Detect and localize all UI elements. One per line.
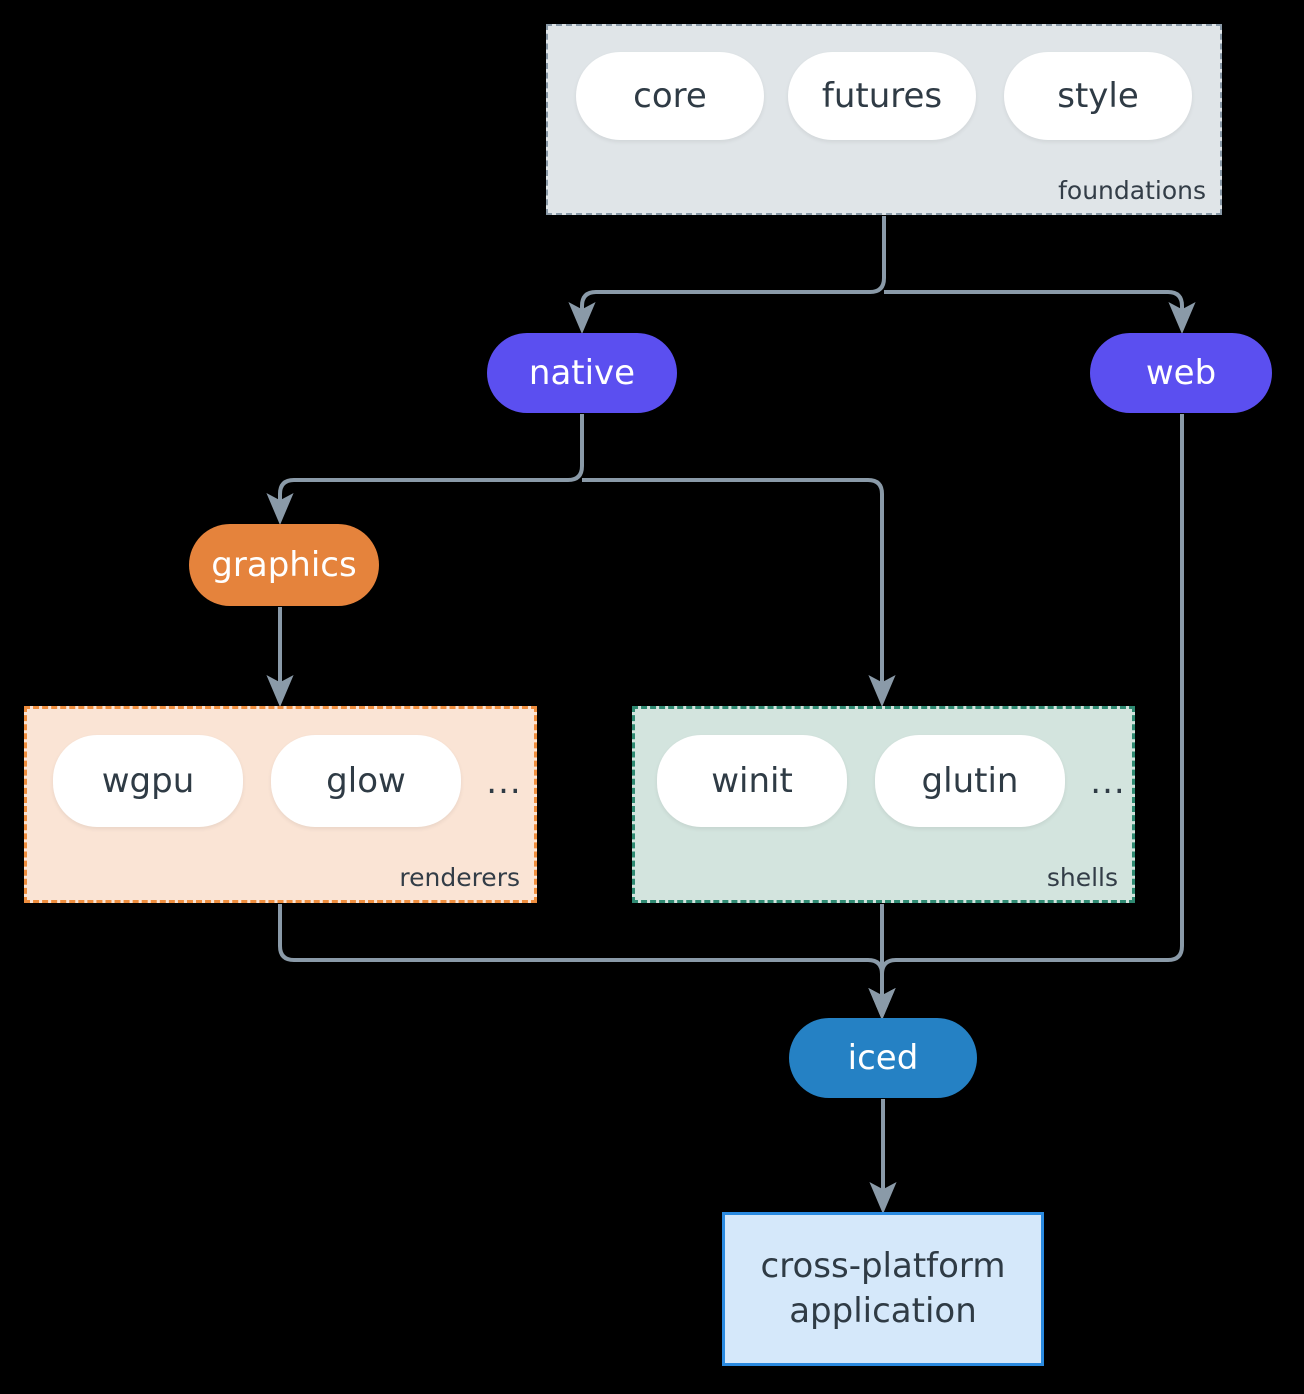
group-label-shells: shells: [1046, 863, 1118, 892]
edge-native-shells: [582, 478, 896, 708]
pill-winit[interactable]: winit: [657, 735, 847, 827]
edge-foundations-split: [568, 216, 886, 335]
pill-glow[interactable]: glow: [271, 735, 461, 827]
app-label-line1: cross-platform: [760, 1246, 1006, 1287]
node-iced[interactable]: iced: [789, 1018, 977, 1098]
group-renderers[interactable]: wgpu glow ... renderers: [24, 706, 537, 903]
shells-ellipsis: ...: [1090, 762, 1126, 802]
pill-core[interactable]: core: [576, 52, 764, 140]
node-graphics[interactable]: graphics: [189, 524, 379, 606]
edge-renderers-iced: [278, 904, 896, 1021]
node-web[interactable]: web: [1090, 333, 1272, 413]
pill-style[interactable]: style: [1004, 52, 1192, 140]
group-label-foundations: foundations: [1058, 176, 1206, 205]
edge-native-graphics: [266, 414, 584, 526]
app-label-line2: application: [789, 1291, 977, 1331]
node-cross-platform-application[interactable]: cross-platform application: [722, 1212, 1044, 1366]
pill-wgpu[interactable]: wgpu: [53, 735, 243, 827]
node-native[interactable]: native: [487, 333, 677, 413]
group-label-renderers: renderers: [399, 863, 520, 892]
edge-foundations-web: [884, 290, 1196, 335]
renderers-ellipsis: ...: [486, 762, 522, 802]
group-shells[interactable]: winit glutin ... shells: [632, 706, 1135, 903]
pill-glutin[interactable]: glutin: [875, 735, 1065, 827]
group-foundations[interactable]: core futures style foundations: [546, 24, 1222, 215]
pill-futures[interactable]: futures: [788, 52, 976, 140]
